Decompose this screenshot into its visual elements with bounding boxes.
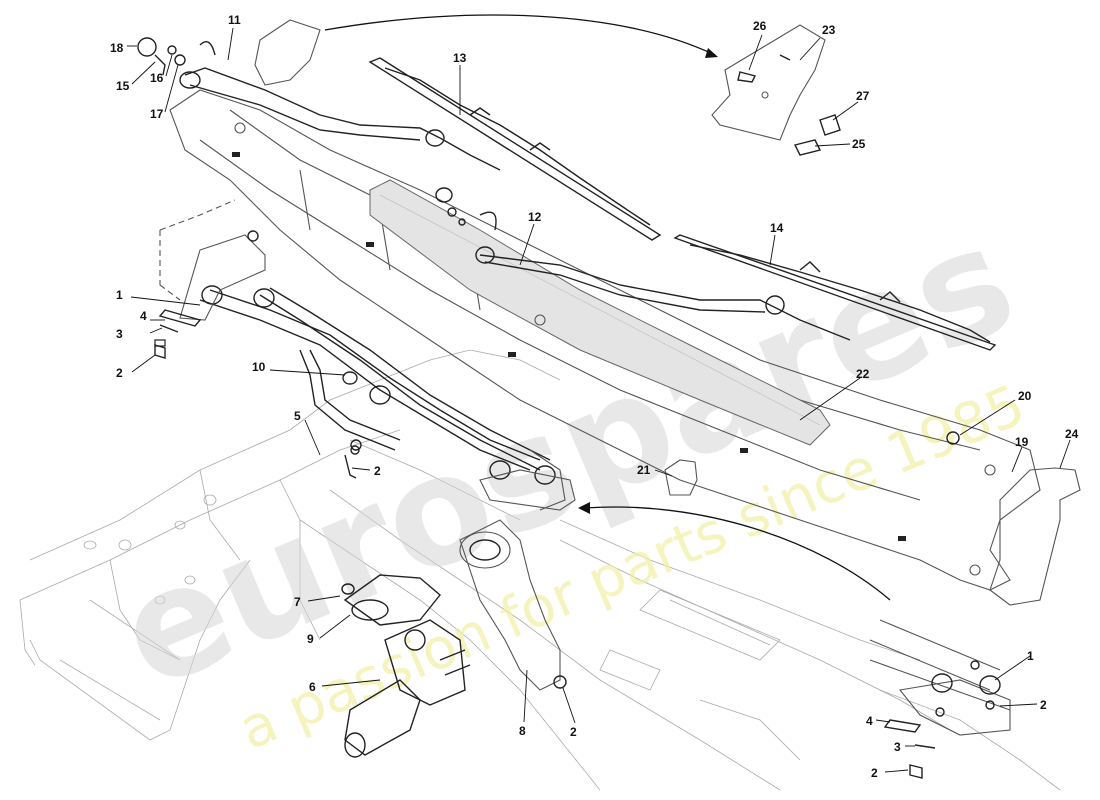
end-bracket (989, 467, 1081, 606)
callout-24: 24 (1065, 427, 1079, 441)
callout-2-inset-bottom: 2 (871, 766, 878, 780)
left-fasteners (154, 309, 202, 359)
arrow-from-inset (584, 506, 891, 601)
scuttle-panel (169, 89, 1041, 591)
callout-8: 8 (519, 724, 526, 738)
callout-2-left: 2 (116, 366, 123, 380)
callout-14: 14 (770, 221, 784, 235)
clip (664, 459, 698, 496)
callout-19: 19 (1015, 435, 1029, 449)
callout-22: 22 (856, 367, 870, 381)
callout-16: 16 (150, 71, 164, 85)
callout-18: 18 (110, 41, 124, 55)
callout-11: 11 (228, 13, 241, 27)
inset-pivot-bracket (869, 619, 1011, 779)
callout-26: 26 (753, 19, 767, 33)
arrow-to-inset (324, 14, 716, 56)
callout-2-center: 2 (374, 464, 381, 478)
callout-25: 25 (852, 137, 866, 151)
callout-17: 17 (150, 107, 164, 121)
callout-2-bracket: 2 (570, 725, 577, 739)
wiper-arm-right (435, 187, 851, 341)
vehicle-body-structure (19, 349, 1061, 791)
leader-lines (127, 27, 1071, 773)
callout-5: 5 (294, 409, 301, 423)
callout-6: 6 (309, 680, 316, 694)
top-bracket (254, 19, 321, 86)
wiper-motor (341, 574, 471, 758)
cowl-grille-mesh (369, 179, 831, 446)
callout-12: 12 (528, 210, 542, 224)
callout-3-left: 3 (116, 327, 123, 341)
callout-20: 20 (1018, 389, 1032, 403)
callout-1-inset: 1 (1027, 649, 1034, 663)
callout-13: 13 (453, 51, 467, 65)
wiper-arm-left (179, 41, 501, 171)
watermark: eurospares a passion for parts since 198… (96, 192, 1037, 762)
callout-4-left: 4 (140, 309, 147, 323)
callout-21: 21 (637, 463, 651, 477)
callout-2-inset: 2 (1040, 698, 1047, 712)
grommet (946, 431, 960, 445)
wiper-blade-14 (673, 234, 997, 351)
callout-7: 7 (294, 595, 301, 609)
callout-10: 10 (252, 360, 266, 374)
callout-27: 27 (856, 89, 870, 103)
callout-labels: 18 11 15 16 17 13 26 23 27 25 12 14 1 4 … (110, 13, 1079, 780)
motor-bracket (459, 449, 567, 691)
wiper-nut-cap-parts (137, 37, 186, 76)
callout-1-left: 1 (116, 288, 123, 302)
callout-4-inset: 4 (866, 714, 873, 728)
wiper-linkage (159, 199, 576, 511)
callout-15: 15 (116, 79, 130, 93)
wiper-blade-13 (368, 57, 662, 241)
callout-3-inset: 3 (894, 740, 901, 754)
callout-23: 23 (822, 23, 836, 37)
washer (350, 445, 360, 455)
inset-cover-parts (711, 24, 841, 156)
callout-9: 9 (307, 632, 314, 646)
